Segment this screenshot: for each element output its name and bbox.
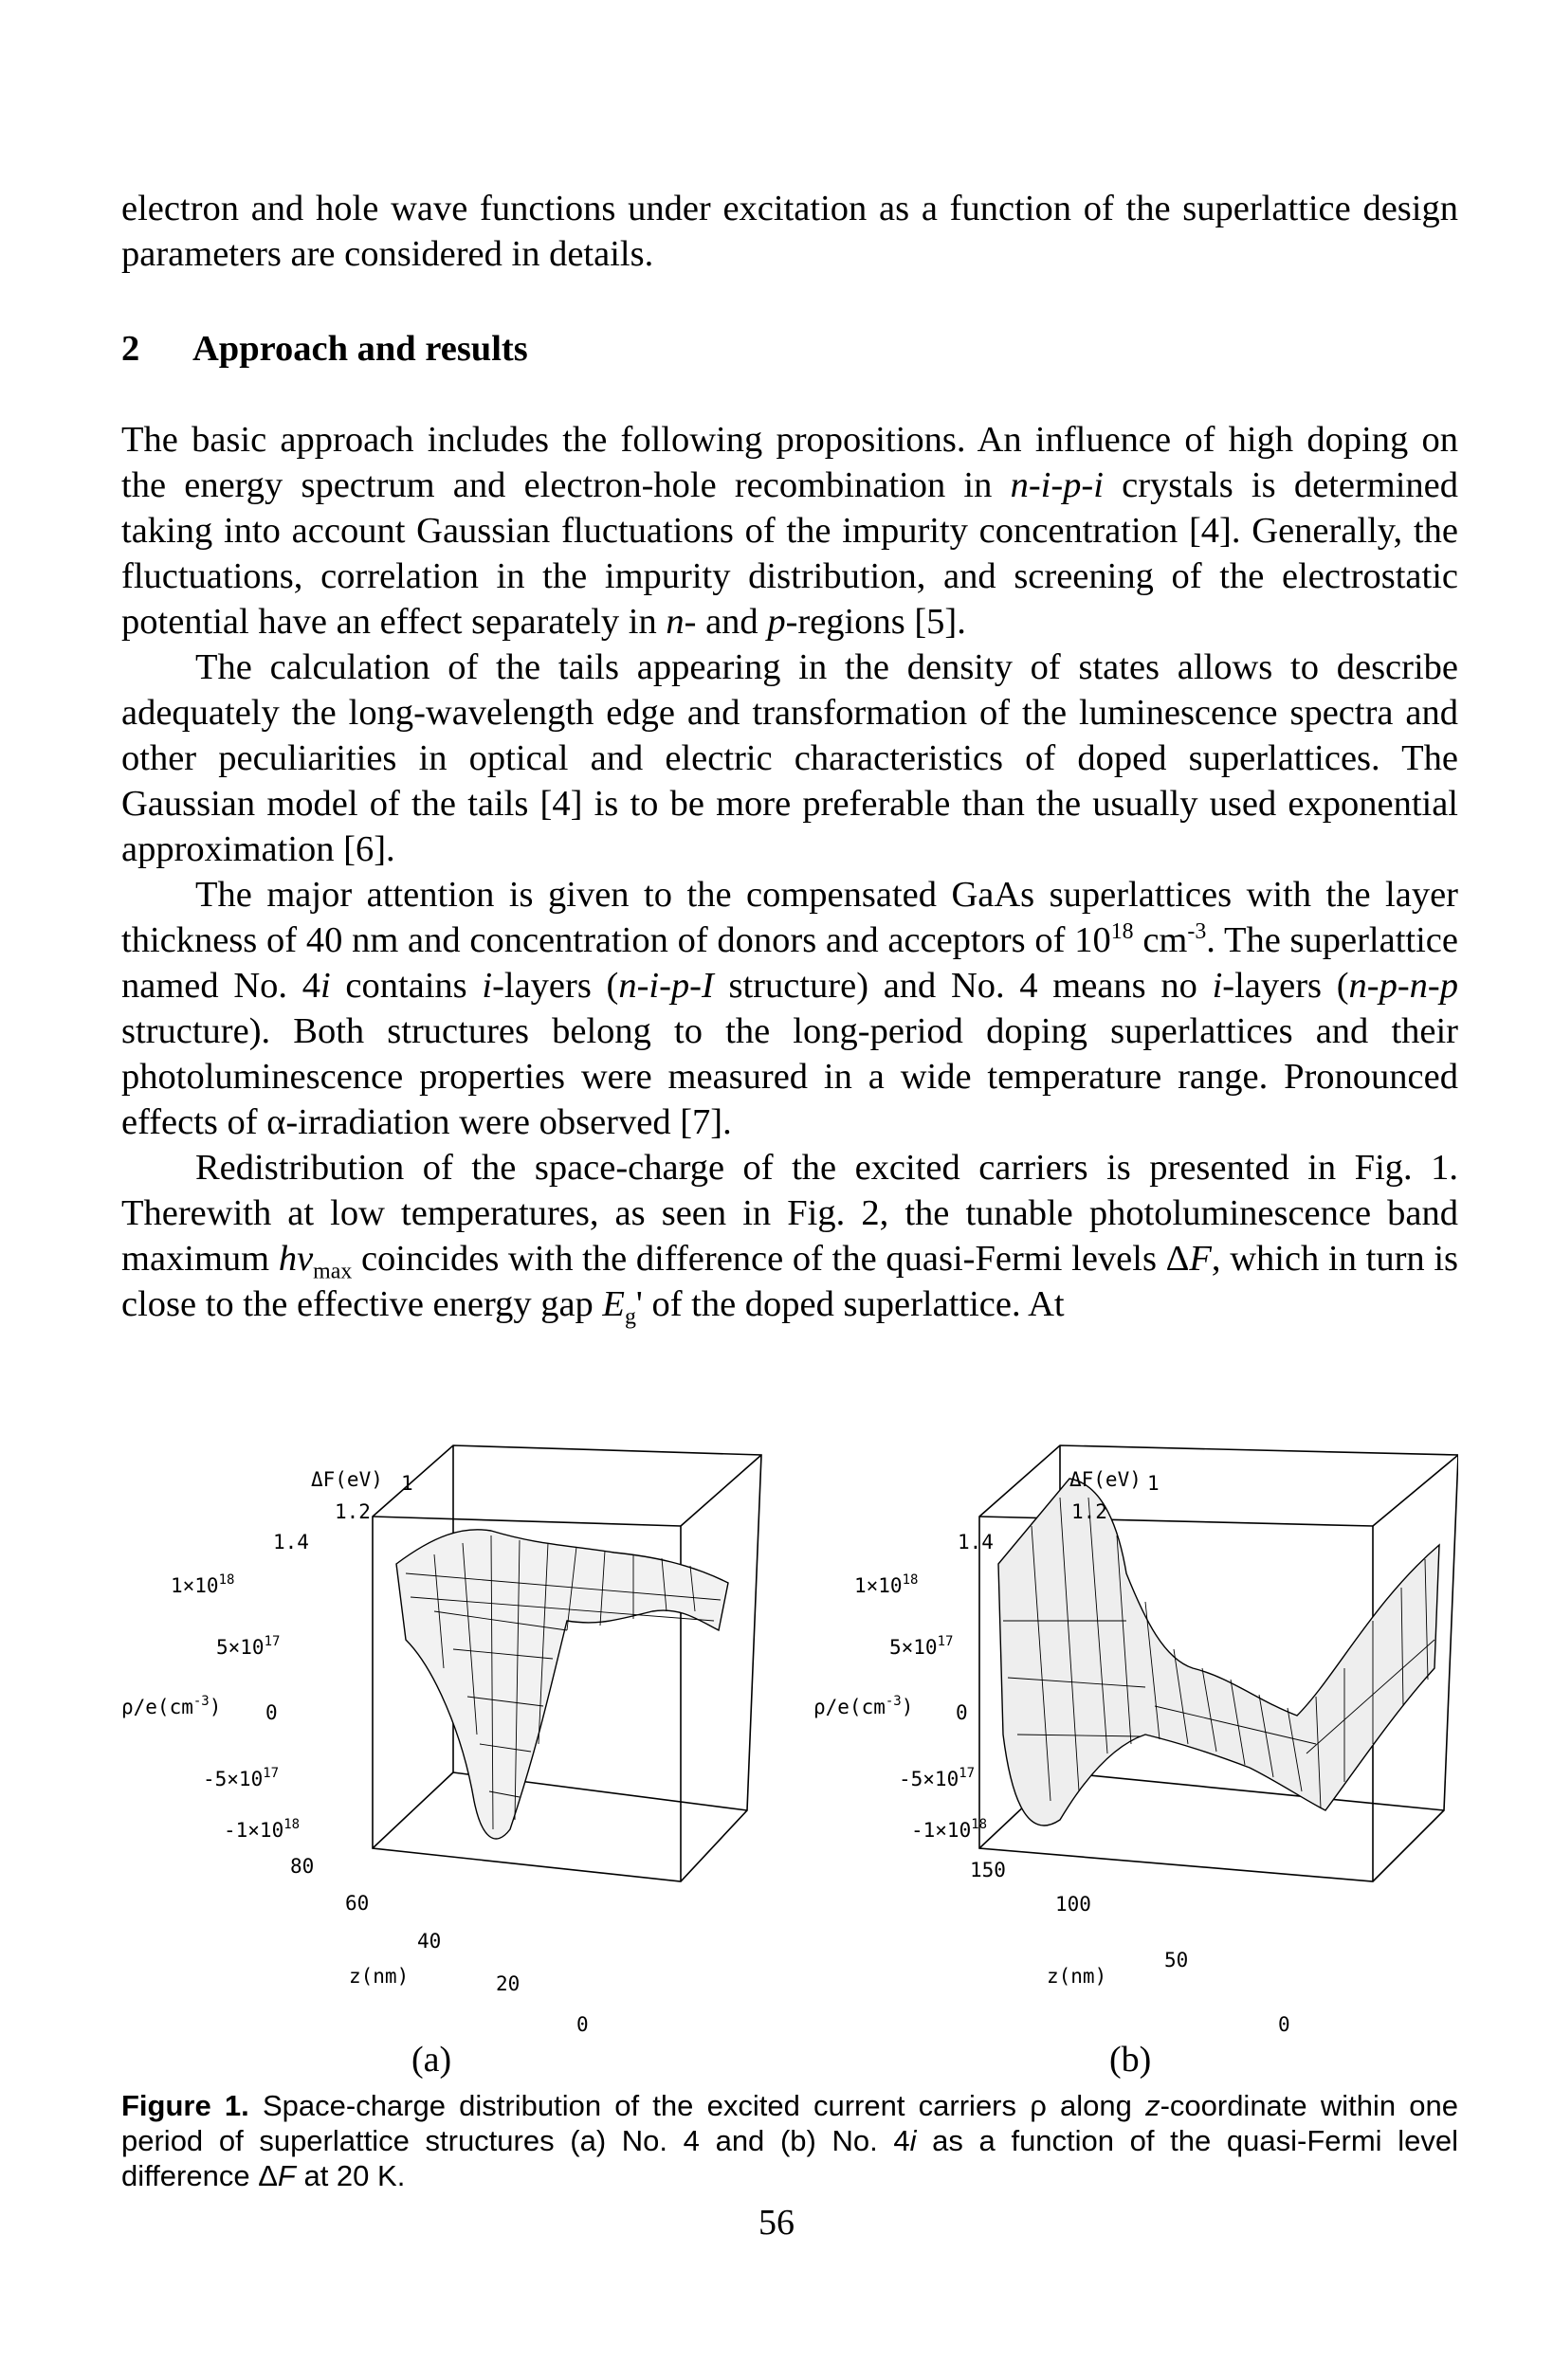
panel-a-rho-tick-4: -5×1017 xyxy=(203,1766,279,1790)
panel-a-rho-label: ρ/e(cm-3) xyxy=(121,1694,221,1718)
panel-b-mesh-lines xyxy=(1003,1620,1435,1754)
panel-a-df-tick-1: 1 xyxy=(401,1472,413,1495)
panel-b-rho-tick-2: 5×1017 xyxy=(889,1634,953,1659)
panel-a-df-tick-2: 1.2 xyxy=(335,1500,371,1523)
panel-a-z-tick-5: 0 xyxy=(576,2013,589,2036)
panel-a-label: (a) xyxy=(411,2040,451,2080)
figure-caption: Figure 1. Space-charge distribution of t… xyxy=(121,2089,1459,2192)
panel-a-df-label: ΔF(eV) xyxy=(311,1468,383,1491)
paragraph-redistribution: Redistribution of the space-charge of th… xyxy=(121,1148,1459,1330)
panel-a: ΔF(eV) 1 1.2 1.4 1×1018 5×1017 ρ/e(cm-3)… xyxy=(121,1444,762,2080)
panel-b-z-tick-4: 0 xyxy=(1278,2013,1290,2036)
panel-a-rho-tick-2: 5×1017 xyxy=(216,1634,280,1659)
panel-b-rho-label: ρ/e(cm-3) xyxy=(813,1694,913,1718)
panel-a-z-tick-1: 80 xyxy=(290,1855,314,1878)
section-number: 2 xyxy=(121,329,140,369)
panel-b-label: (b) xyxy=(1109,2040,1151,2080)
section-title: Approach and results xyxy=(192,329,528,369)
panel-b-df-label: ΔF(eV) xyxy=(1069,1468,1142,1491)
panel-a-rho-tick-1: 1×1018 xyxy=(171,1572,234,1597)
panel-b-rho-tick-1: 1×1018 xyxy=(854,1572,918,1597)
paragraph-superlattices: The major attention is given to the comp… xyxy=(121,875,1458,1142)
panel-b-df-tick-2: 1.2 xyxy=(1071,1500,1107,1523)
panel-b-z-tick-1: 150 xyxy=(970,1859,1006,1881)
panel-a-z-tick-3: 40 xyxy=(417,1930,441,1953)
figure-1: ΔF(eV) 1 1.2 1.4 1×1018 5×1017 ρ/e(cm-3)… xyxy=(121,1431,1458,2085)
panel-b-surface xyxy=(997,1478,1440,1826)
caption-label: Figure 1. xyxy=(121,2089,249,2122)
panel-a-mesh xyxy=(405,1572,722,1798)
panel-a-df-tick-3: 1.4 xyxy=(273,1531,309,1553)
page-number: 56 xyxy=(758,2203,795,2243)
panel-b-rho-tick-4: -5×1017 xyxy=(899,1766,975,1790)
panel-b-z-label: z(nm) xyxy=(1047,1965,1106,1988)
panel-b-rho-tick-5: -1×1018 xyxy=(911,1817,987,1842)
panel-b-rho-tick-3: 0 xyxy=(956,1701,968,1724)
panel-b-z-tick-2: 100 xyxy=(1055,1893,1091,1916)
panel-b-df-tick-3: 1.4 xyxy=(958,1531,994,1553)
paragraph-tails: The calculation of the tails appearing i… xyxy=(121,647,1458,869)
page-body: electron and hole wave functions under e… xyxy=(121,186,1459,1330)
figure-svg: ΔF(eV) 1 1.2 1.4 1×1018 5×1017 ρ/e(cm-3)… xyxy=(121,1444,1458,2080)
panel-b-df-tick-1: 1 xyxy=(1147,1472,1160,1495)
section-heading: 2 Approach and results xyxy=(121,326,1458,372)
panel-a-rho-tick-3: 0 xyxy=(265,1701,278,1724)
panel-b-z-tick-3: 50 xyxy=(1164,1949,1188,1971)
panel-b-mesh xyxy=(1031,1497,1429,1809)
paragraph-approach: The basic approach includes the followin… xyxy=(121,420,1458,642)
panel-a-surface-fill xyxy=(395,1529,729,1840)
panel-a-mesh-lines xyxy=(433,1535,696,1830)
panel-a-z-tick-4: 20 xyxy=(496,1972,520,1995)
panel-b: ΔF(eV) 1 1.2 1.4 1×1018 5×1017 ρ/e(cm-3)… xyxy=(813,1444,1458,2080)
paragraph-intro: electron and hole wave functions under e… xyxy=(121,189,1458,274)
panel-a-rho-tick-5: -1×1018 xyxy=(224,1817,300,1842)
panel-a-surface xyxy=(395,1529,729,1840)
panel-a-z-label: z(nm) xyxy=(349,1965,409,1988)
panel-a-z-tick-2: 60 xyxy=(345,1892,369,1915)
